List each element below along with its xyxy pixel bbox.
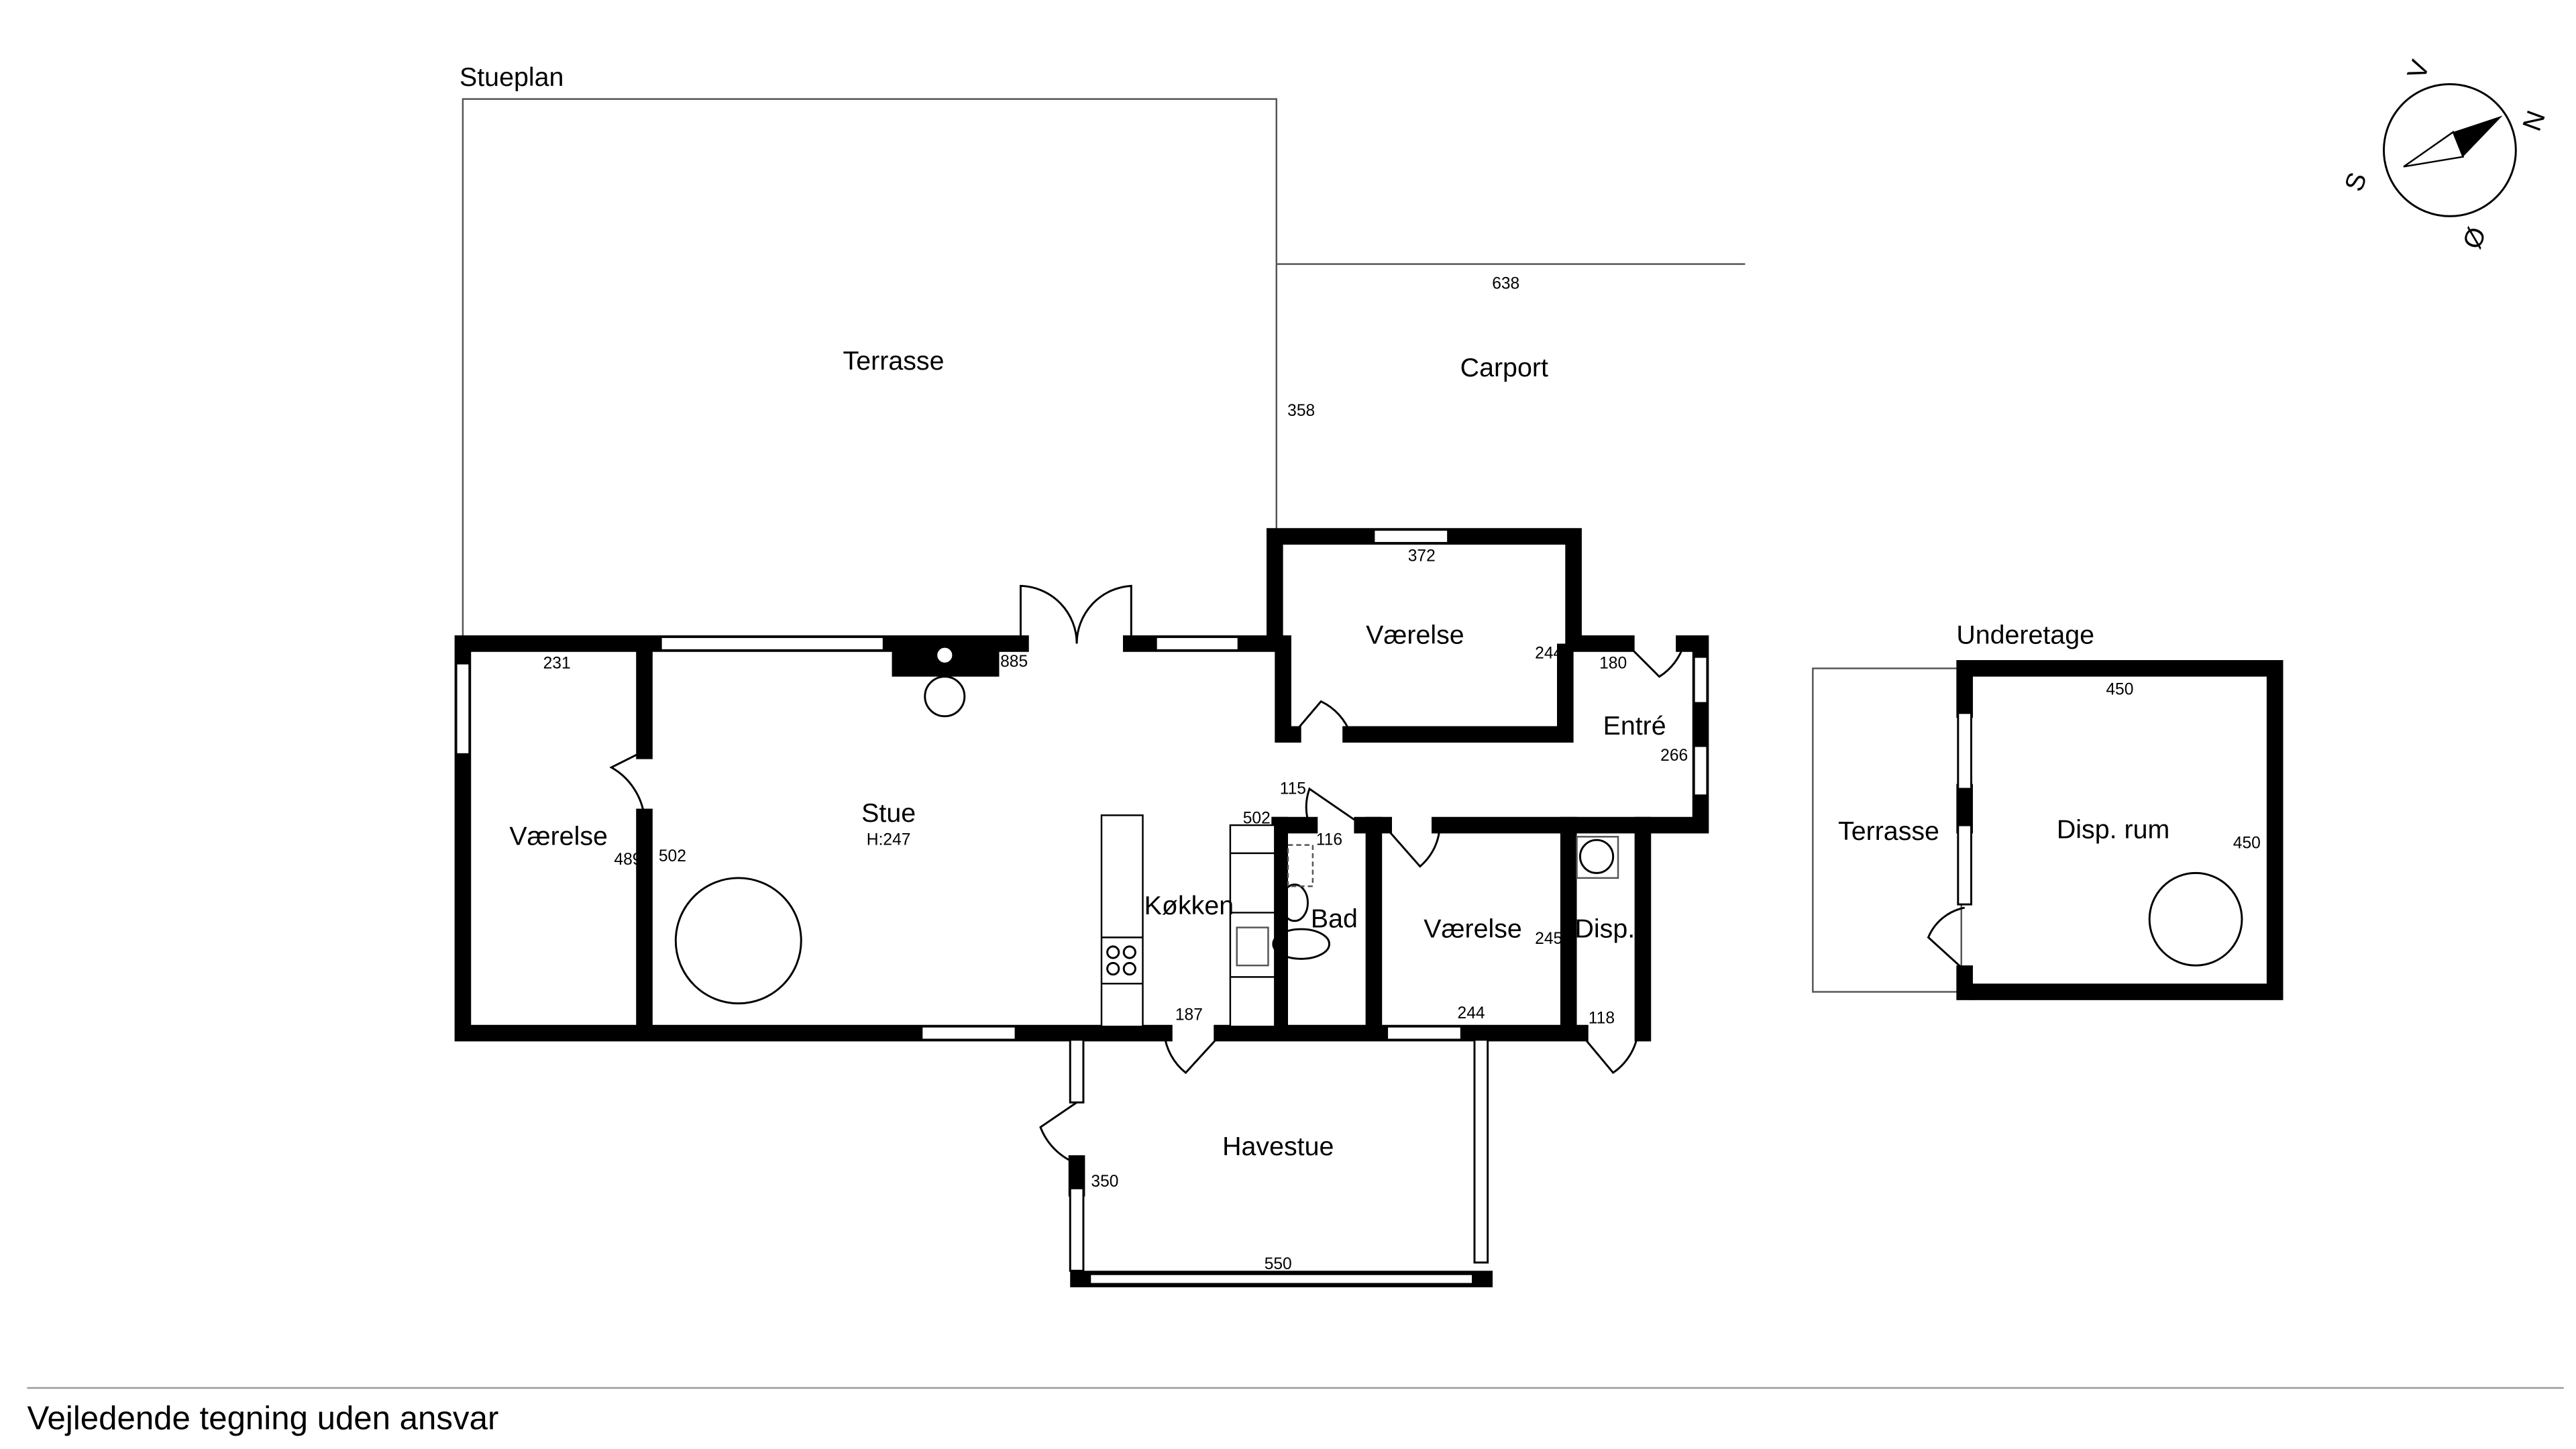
dim: 502 [659,847,686,865]
kitchen-fixtures [1100,814,1619,1028]
dim: 550 [1265,1255,1292,1273]
room-disp-rum: Disp. rum [2057,815,2169,845]
dim: 885 [1000,653,1028,671]
dim: 350 [1091,1173,1118,1191]
dim: 116 [1316,831,1342,849]
compass-west: V [2402,56,2436,83]
dim: 115 [1280,780,1306,798]
room-terrasse-basement: Terrasse [1838,816,1939,846]
dim: 187 [1175,1006,1203,1024]
dim: 450 [2106,681,2133,699]
basement-title: Underetage [1956,620,2094,649]
room-vaerelse-left: Værelse [509,822,608,851]
dim: 450 [2233,835,2261,853]
room-bad: Bad [1311,904,1358,934]
room-stue-height: H:247 [867,831,911,849]
dim: 245 [1535,930,1562,948]
ground-floor-title: Stueplan [460,62,564,92]
room-disp: Disp. [1575,914,1635,943]
dim: 372 [1408,547,1436,565]
doors [609,584,1685,1075]
dim: 244 [1458,1004,1485,1022]
dim: 638 [1492,275,1519,293]
dimension-labels: 638 358 372 244 180 266 231 489 502 885 … [543,275,2261,1273]
dim: 244 [1535,645,1562,663]
dim: 358 [1287,402,1315,420]
room-entre: Entré [1603,711,1666,741]
main-walls [454,528,1709,1042]
dim: 266 [1660,747,1688,765]
compass-east: Ø [2457,223,2492,253]
room-havestue: Havestue [1222,1132,1334,1161]
spiral-staircase [674,871,2243,1005]
footer-disclaimer: Vejledende tegning uden ansvar [27,1399,498,1436]
room-stue: Stue [861,798,916,828]
dim: 502 [1243,810,1271,828]
room-kokken: Køkken [1144,891,1234,920]
havestue-walls [1039,1038,1493,1287]
windows [455,529,1709,1041]
dim: 489 [614,851,641,869]
room-vaerelse-top: Værelse [1366,620,1464,649]
dim: 231 [543,654,571,672]
compass-north: N [2517,107,2551,135]
compass-south: S [2339,168,2373,195]
terrace-outline [462,98,1746,644]
dim: 180 [1599,654,1627,672]
basement-walls [1812,660,2284,1000]
room-terrasse: Terrasse [843,346,945,376]
room-vaerelse-right: Værelse [1424,914,1522,943]
compass-rose: N S Ø V [2339,56,2551,252]
dim: 118 [1589,1009,1615,1027]
room-carport: Carport [1460,353,1548,382]
